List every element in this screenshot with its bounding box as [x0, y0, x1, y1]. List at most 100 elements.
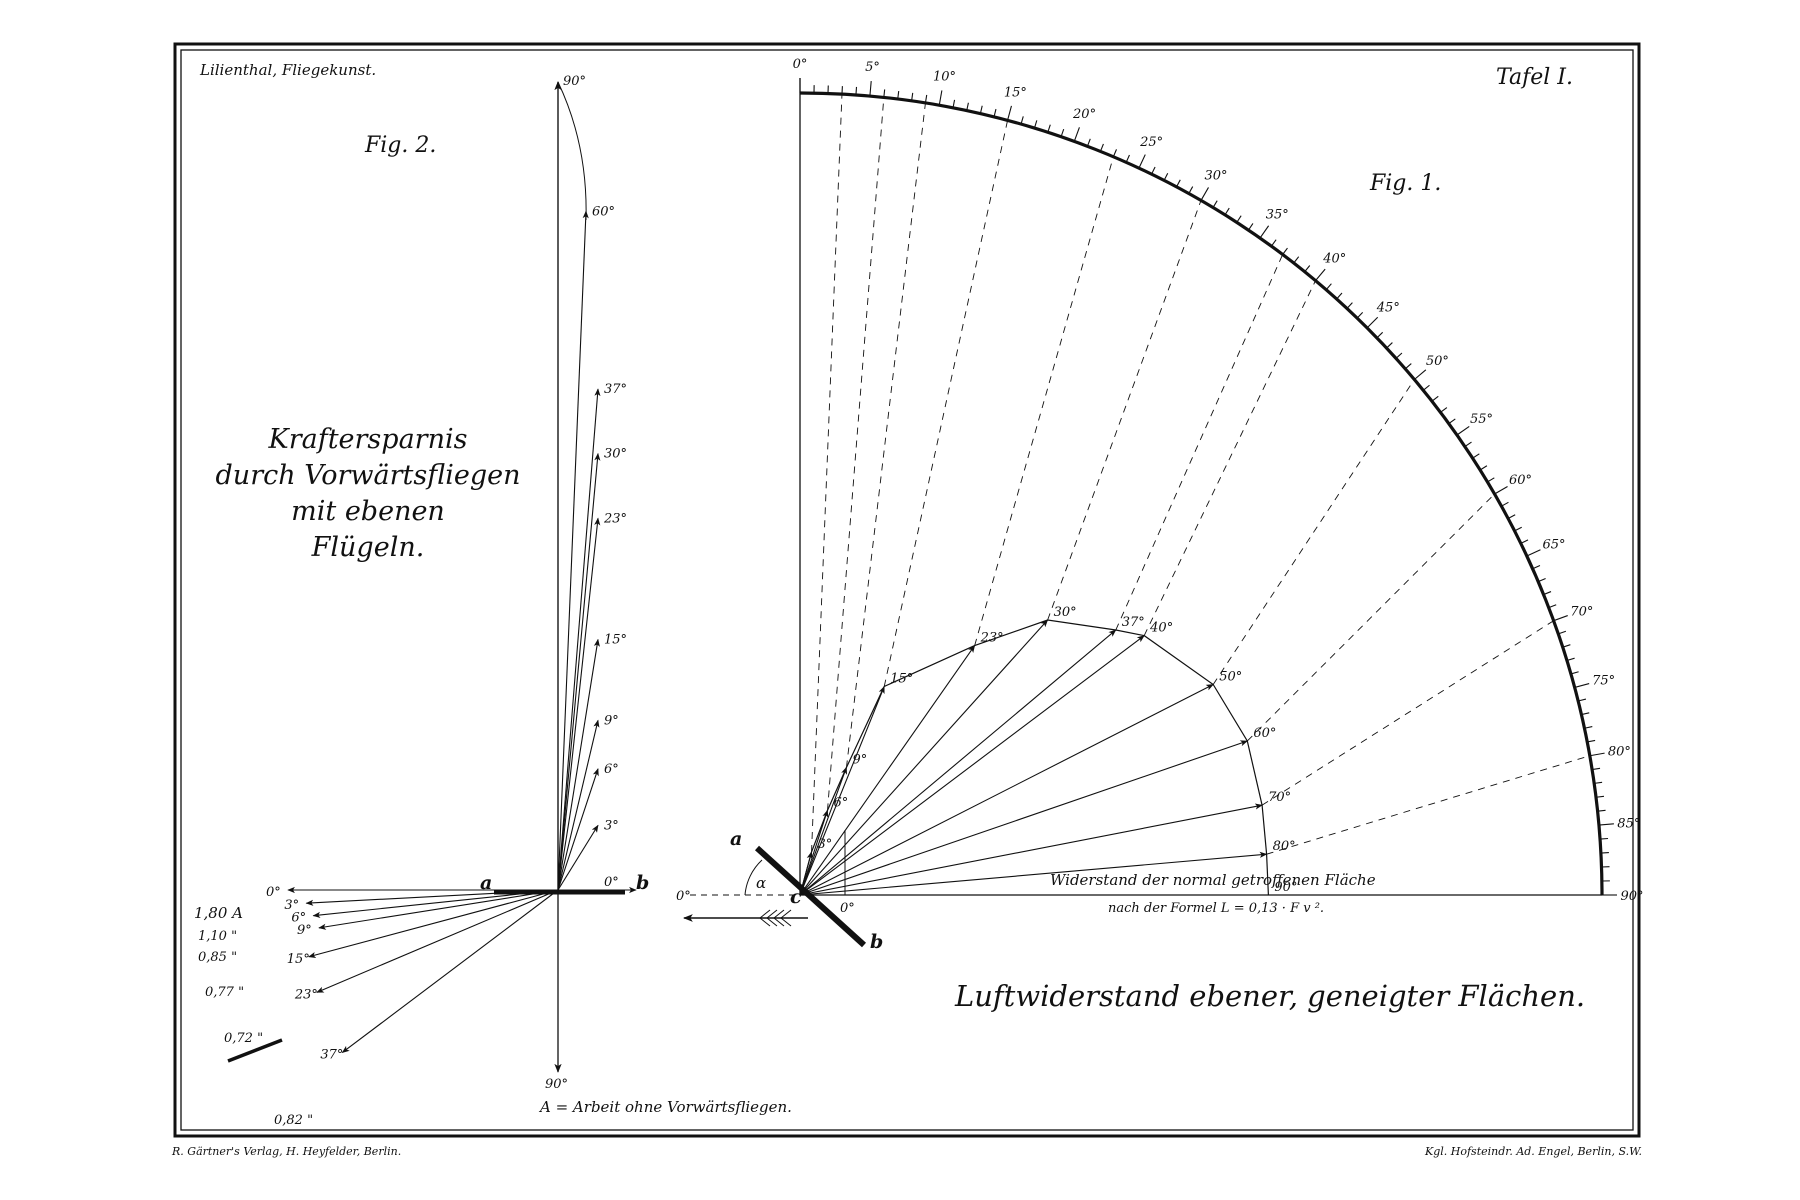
fig1-resistance-curve [799, 619, 1269, 896]
fig1-origin-zero: 0° [840, 901, 855, 916]
fig1-scale-label: 30° [1204, 168, 1227, 183]
fig1-scale-tick [1282, 247, 1288, 255]
fig2-upper-vector [557, 388, 601, 891]
fig1-dashed-ray [1115, 254, 1284, 631]
fig1-fletch-stroke [780, 917, 792, 927]
fig1-scale-tick [924, 94, 928, 103]
fig1-scale-tick [1594, 781, 1603, 784]
fig2-legend: A = Arbeit ohne Vorwärtsfliegen. [538, 1098, 792, 1116]
fig1-scale-tick [966, 102, 969, 111]
fig1-scale-tick [1448, 418, 1456, 425]
fig2-upper-vector [557, 824, 599, 891]
fig1-resistance-vector [799, 766, 847, 896]
fig2-work-value-5: 0,72 " [224, 1031, 263, 1046]
fig1-scale-tick [1163, 173, 1169, 181]
fig1-scale-label: 80° [1608, 745, 1631, 760]
fig1-scale-tick [1464, 441, 1472, 447]
fig1-dashed-ray [1143, 280, 1316, 636]
fig1-scale-tick [979, 105, 983, 114]
fig1-resistance-vector [799, 629, 1117, 896]
fig2-lower-label: 0° [266, 885, 281, 900]
fig2-axis-top-label: 90° [563, 74, 586, 89]
fig1-scale-tick [1514, 526, 1522, 532]
outer-frame [173, 42, 1641, 1138]
fig2-lower-vector [318, 889, 559, 930]
fig1-resistance-label: 70° [1268, 790, 1291, 805]
fig1-scale-ticks [799, 78, 1617, 896]
fig1-scale-tick [1395, 352, 1403, 359]
fig1-dashed-ray [1266, 755, 1590, 855]
fig2-lower-vectors [287, 886, 559, 1053]
fig2-title-line-3: mit ebenen [291, 496, 445, 527]
fig1-scale-tick [1073, 127, 1080, 142]
fig2-upper-labels: 0°3°6°9°15°23°30°37°60° [592, 204, 627, 890]
fig1-scale-tick [1538, 578, 1546, 583]
fig1-scale-label: 15° [1004, 85, 1027, 100]
fig1-scale-tick [1479, 465, 1488, 471]
fig1-scale-tick [1366, 316, 1379, 329]
fig1-scale-tick [1356, 311, 1364, 319]
fig1-scale-tick [1589, 752, 1605, 757]
fig1-scale-tick [1346, 302, 1353, 309]
fig1-scale-tick [952, 99, 956, 108]
fig1-fletch-stroke [766, 909, 778, 919]
fig1-scale-label: 75° [1592, 674, 1615, 689]
fig1-scale-tick [1270, 239, 1277, 247]
fig1-scale-tick [1532, 565, 1541, 570]
fig1-scale-tick [883, 89, 886, 98]
fig2-lower-label: 23° [294, 987, 318, 1002]
fig1-label: Fig. 1. [1369, 171, 1441, 196]
fig1-scale-tick [1033, 120, 1038, 129]
fig1-resistance-label: 9° [852, 752, 867, 767]
fig2-upper-label: 60° [592, 204, 615, 219]
fig1-scale-label: 65° [1543, 537, 1566, 552]
fig1-scale-label: 60° [1509, 473, 1532, 488]
fig1-scale-tick [1151, 166, 1156, 175]
fig1-scale-tick [1574, 683, 1590, 688]
fig1-scale-tick [1587, 739, 1596, 743]
fig1-scale-tick [1487, 477, 1495, 483]
fig1-scale-tick [1584, 726, 1593, 729]
fig1-scale-label: 45° [1376, 301, 1400, 316]
fig1-scale-tick [1553, 615, 1568, 622]
fig1-scale-tick [855, 86, 858, 95]
fig1-scale-tick [1112, 149, 1117, 157]
fig1-resistance-label: 30° [1054, 605, 1077, 620]
fig1-wing-plate [754, 845, 867, 948]
fig2-upper-vector [557, 768, 599, 891]
fig1-dashed-ray [811, 94, 843, 853]
fig1-scale-tick [1248, 223, 1254, 231]
fig1-resistance-vectors [799, 619, 1268, 896]
fig2-lower-vector [316, 889, 559, 993]
fig1-resistance-label: 90° [1274, 880, 1297, 895]
fig1-resistance-label: 15° [890, 672, 913, 687]
fig2-lower-label: 9° [297, 923, 312, 938]
fig2-lower-labels: 0°3°6°9°15°23°37° [266, 885, 343, 1062]
fig1-scale-tick [1494, 486, 1508, 495]
fig1-scale-tick [1236, 215, 1242, 223]
fig1-dashed-ray [827, 97, 885, 811]
fig1-scale-tick [1431, 395, 1439, 402]
fig1-scale-tick [1086, 138, 1091, 147]
fig2-axis-bottom-label: 90° [545, 1077, 568, 1092]
fig2-upper-label: 3° [604, 818, 619, 833]
fig2-label: Fig. 2. [364, 133, 436, 158]
fig2-min-work-marker [227, 1038, 283, 1063]
fig1-scale-tick [1212, 200, 1218, 208]
fig1-wing-c: c [790, 886, 802, 908]
fig1-resistance-label: 37° [1122, 615, 1145, 630]
fig1-fletch-stroke [759, 909, 771, 919]
fig1-resistance-label: 6° [834, 795, 849, 810]
fig2-wing-b: b [636, 872, 649, 894]
fig2-lower-vector [341, 889, 559, 1053]
fig2-upper-label: 0° [604, 875, 619, 890]
fig1-resistance-label: 40° [1149, 621, 1173, 636]
header-left: Lilienthal, Fliegekunst. [199, 61, 376, 79]
fig1-diagram: Fig. 1. Luftwiderstand ebener, geneigter… [676, 57, 1644, 1013]
fig2-wing-a: a [480, 872, 492, 894]
fig2-upper-label: 15° [604, 633, 627, 648]
fig1-scale-tick [1566, 657, 1575, 662]
fig1-flight-fletching [759, 909, 792, 927]
fig2-work-value-4: 0,77 " [205, 985, 244, 1000]
